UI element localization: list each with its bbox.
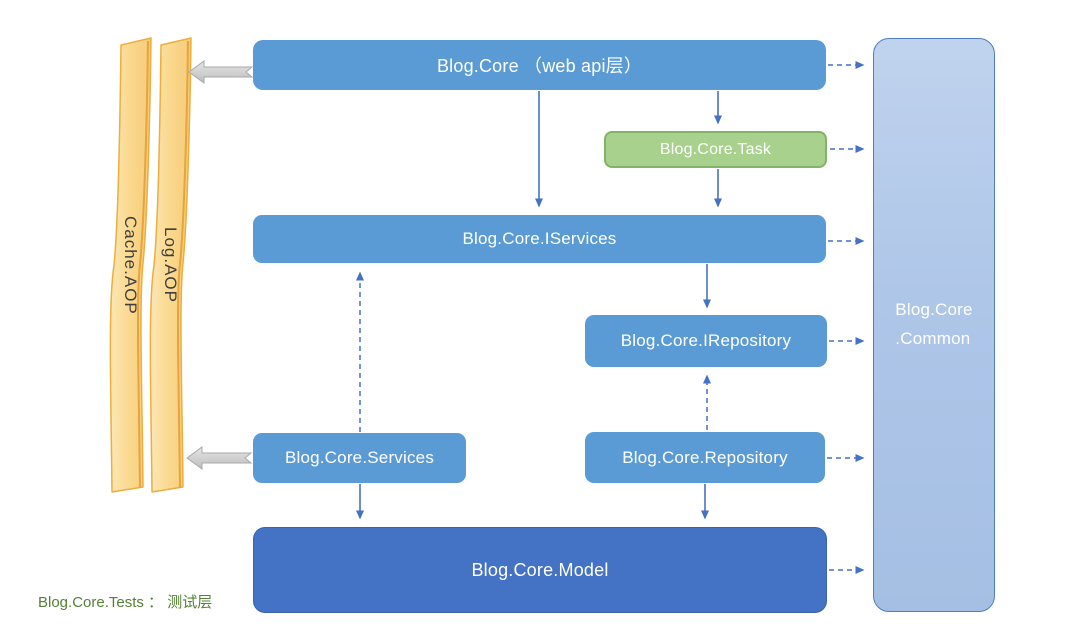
- legend-line-tests: Blog.Core.Tests ： 测试层: [38, 594, 213, 611]
- common-label-line2: .Common: [895, 329, 971, 348]
- gray-arrow-services-to-aop: [186, 446, 253, 470]
- node-blog-core-services: Blog.Core.Services: [253, 433, 466, 483]
- node-blog-core-repository: Blog.Core.Repository: [585, 432, 825, 483]
- node-blog-core-webapi: Blog.Core （web api层）: [253, 40, 826, 90]
- node-blog-core-common: Blog.Core .Common: [873, 38, 995, 612]
- cache-aop-bar-label: Cache.AOP: [121, 215, 140, 315]
- node-blog-core-irepository: Blog.Core.IRepository: [585, 315, 827, 367]
- node-blog-core-iservices: Blog.Core.IServices: [253, 215, 826, 263]
- legend: Blog.Core.Tests ： 测试层 Blog.Core.Frame： 模…: [38, 545, 216, 630]
- node-blog-core-model: Blog.Core.Model: [253, 527, 827, 613]
- log-aop-bar-label: Log.AOP: [161, 227, 180, 303]
- node-blog-core-common-label: Blog.Core .Common: [895, 296, 972, 354]
- ribbon-cache-aop: [109, 37, 152, 493]
- ribbon-cache-aop-fold: [136, 40, 149, 489]
- ribbon-log-aop-fold: [176, 40, 189, 489]
- node-blog-core-task: Blog.Core.Task: [604, 131, 827, 168]
- ribbon-log-aop: [149, 37, 192, 493]
- gray-arrow-core-to-aop: [188, 60, 254, 84]
- common-label-line1: Blog.Core: [895, 300, 973, 320]
